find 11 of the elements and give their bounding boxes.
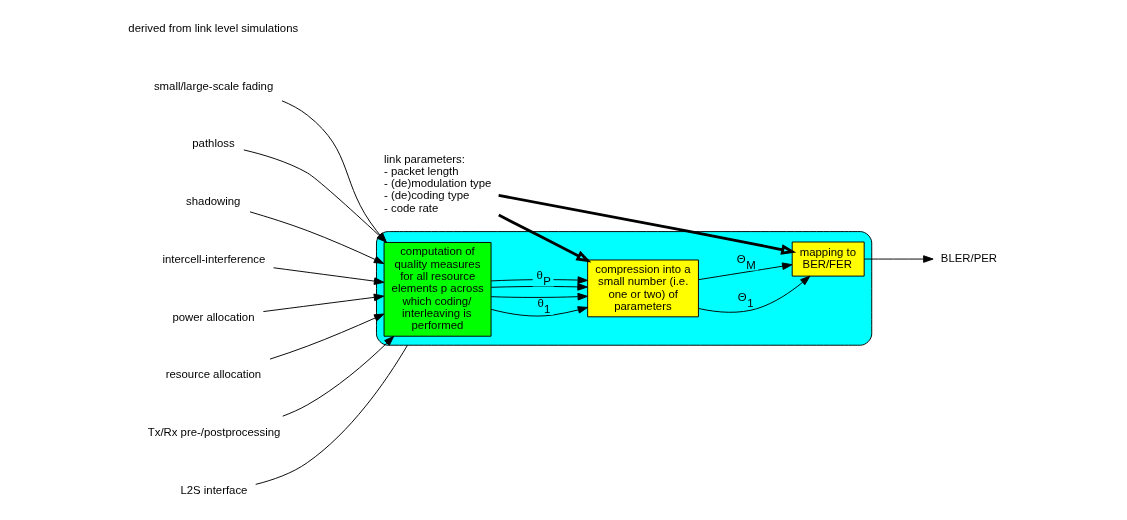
node-text: intercell-interference xyxy=(162,252,266,265)
node-text: resource allocation xyxy=(165,368,262,381)
node-text: L2S interface xyxy=(180,484,248,496)
node-text: small/large-scale fading xyxy=(153,79,274,92)
node-text: link parameters: - packet length - (de)modulation type - (de)coding type - code rate xyxy=(384,152,492,214)
node-text: Tx/Rx pre-/postprocessing xyxy=(147,426,281,439)
node-text: pathloss xyxy=(192,137,235,150)
node-text: BLER/PER xyxy=(940,251,998,264)
node-text: power allocation xyxy=(172,310,255,323)
label: derived from link level simulations xyxy=(128,21,299,34)
node-text: shadowing xyxy=(186,195,241,208)
